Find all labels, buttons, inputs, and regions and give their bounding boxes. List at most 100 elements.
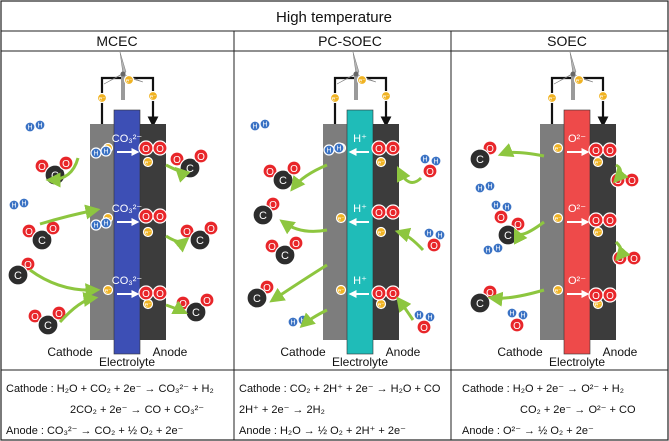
svg-text:e⁻: e⁻ — [378, 160, 385, 166]
svg-text:O: O — [203, 296, 211, 307]
oxygen-atom: O — [152, 140, 168, 156]
oxygen-atom: O — [34, 158, 50, 174]
svg-text:O: O — [628, 176, 636, 187]
svg-text:H: H — [336, 146, 341, 153]
svg-text:O: O — [173, 155, 181, 166]
oxygen-atom: O — [426, 237, 442, 253]
reaction-arrow — [58, 292, 99, 324]
hydrogen-atom: H — [18, 197, 30, 209]
svg-text:O: O — [592, 146, 600, 157]
svg-text:O: O — [142, 289, 150, 300]
electron-icon: e⁻ — [102, 284, 114, 296]
reaction-arrow — [39, 204, 101, 226]
svg-text:O: O — [430, 241, 438, 252]
oxygen-atom: O — [602, 212, 618, 228]
svg-text:e⁻: e⁻ — [338, 288, 345, 294]
svg-text:e⁻: e⁻ — [595, 230, 602, 236]
svg-text:H: H — [426, 231, 431, 238]
svg-text:e⁻: e⁻ — [555, 288, 562, 294]
hydrogen-atom: H — [8, 199, 20, 211]
oxygen-atom: O — [193, 148, 209, 164]
ion-label: CO₃²⁻ — [112, 203, 143, 215]
svg-text:O: O — [197, 152, 205, 163]
oxygen-atom: O — [51, 305, 67, 321]
svg-text:O: O — [25, 227, 33, 238]
equation-line: Anode : O²⁻ → ½ O₂ + 2e⁻ — [462, 425, 594, 437]
svg-text:O: O — [24, 260, 32, 271]
equation-line: Anode : H₂O → ½ O₂ + 2H⁺ + 2e⁻ — [239, 425, 406, 437]
oxygen-atom: O — [422, 163, 438, 179]
svg-text:O: O — [513, 321, 521, 332]
reaction-arrow — [396, 296, 415, 321]
panel-title: SOEC — [547, 33, 587, 49]
oxygen-atom: O — [138, 208, 154, 224]
svg-text:H: H — [495, 246, 500, 253]
carbon-atom: C — [31, 229, 53, 251]
hydrogen-atom: H — [517, 309, 529, 321]
svg-text:e⁻: e⁻ — [332, 96, 339, 102]
svg-text:C: C — [504, 230, 512, 242]
svg-text:C: C — [476, 154, 484, 166]
svg-text:H: H — [504, 205, 509, 212]
svg-text:e⁻: e⁻ — [378, 302, 385, 308]
electron-icon: e⁻ — [573, 74, 585, 86]
ion-label: H⁺ — [353, 275, 367, 287]
svg-text:H: H — [93, 151, 98, 158]
svg-text:O: O — [497, 213, 505, 224]
svg-text:e⁻: e⁻ — [126, 78, 133, 84]
carbon-atom: C — [189, 229, 211, 251]
oxygen-atom: O — [371, 285, 387, 301]
carbon-atom: C — [469, 292, 491, 314]
svg-text:O: O — [514, 220, 522, 231]
svg-text:H: H — [93, 223, 98, 230]
carbon-dioxide-molecule: OCO — [27, 305, 67, 336]
cathode-label: Cathode — [47, 345, 93, 359]
electron-icon: e⁻ — [592, 156, 604, 168]
electron-icon: e⁻ — [142, 156, 154, 168]
reaction-arrow — [29, 268, 101, 299]
oxygen-atom: O — [493, 209, 509, 225]
svg-text:O: O — [592, 216, 600, 227]
ion-label: H⁺ — [353, 203, 367, 215]
reaction-arrow — [513, 220, 545, 245]
svg-text:e⁻: e⁻ — [150, 94, 157, 100]
electron-icon: e⁻ — [552, 142, 564, 154]
svg-text:C: C — [259, 210, 267, 222]
svg-text:H: H — [103, 149, 108, 156]
electrolyte-label: Electrolyte — [99, 355, 155, 369]
svg-text:H: H — [21, 201, 26, 208]
ion-label: H⁺ — [353, 133, 367, 145]
reaction-arrow — [165, 234, 190, 253]
svg-text:C: C — [253, 293, 261, 305]
electron-icon: e⁻ — [335, 284, 347, 296]
oxygen-atom: O — [371, 204, 387, 220]
electron-icon: e⁻ — [96, 92, 108, 104]
carbon-monoxide-molecule: OC — [7, 256, 36, 286]
reaction-arrow — [614, 240, 631, 262]
svg-text:H: H — [416, 313, 421, 320]
panel-mcec: MCECe⁻e⁻e⁻CO₃²⁻e⁻e⁻CO₃²⁻e⁻e⁻CO₃²⁻e⁻e⁻HHO… — [6, 33, 219, 437]
oxygen-atom: O — [152, 285, 168, 301]
hydrogen-atom: H — [90, 147, 102, 159]
electron-icon: e⁻ — [552, 284, 564, 296]
oxygen-atom: O — [385, 204, 401, 220]
hydrogen-atom: H — [424, 311, 436, 323]
oxygen-atom: O — [262, 163, 278, 179]
electron-icon: e⁻ — [592, 226, 604, 238]
hydrogen-atom: H — [34, 119, 46, 131]
reaction-arrow — [165, 300, 189, 315]
electron-icon: e⁻ — [142, 298, 154, 310]
svg-text:e⁻: e⁻ — [105, 288, 112, 294]
svg-text:e⁻: e⁻ — [338, 216, 345, 222]
equation-line: Anode : CO₃²⁻ → CO₂ + ½ O₂ + 2e⁻ — [6, 425, 184, 437]
svg-text:O: O — [207, 224, 215, 235]
svg-text:O: O — [49, 224, 57, 235]
hydrogen-atom: H — [90, 219, 102, 231]
oxygen-atom: O — [286, 160, 302, 176]
hydrogen-atom: H — [287, 316, 299, 328]
svg-text:e⁻: e⁻ — [595, 302, 602, 308]
